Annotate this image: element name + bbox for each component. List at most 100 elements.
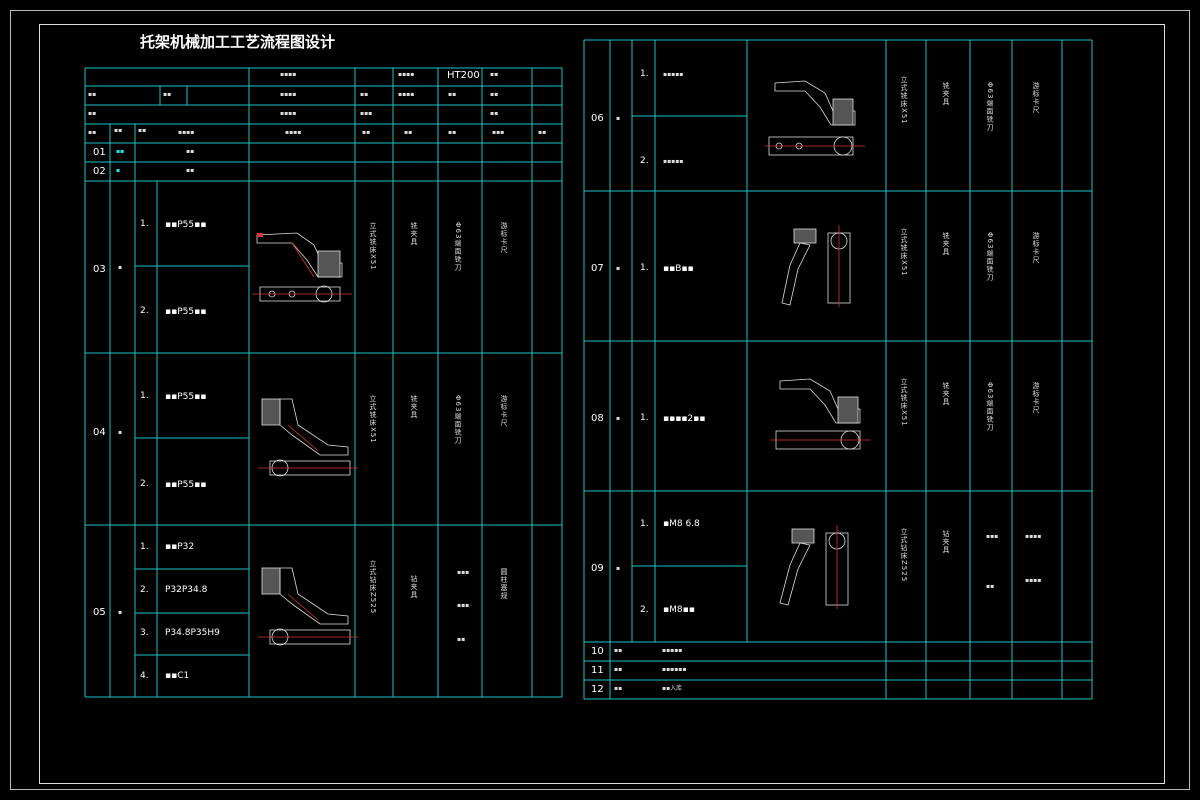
op-number: 01 bbox=[93, 147, 106, 158]
machine-tool: 立式铣床X51 bbox=[369, 395, 377, 444]
op-name: ▪▪ bbox=[614, 685, 623, 692]
header-cell: ▪▪ bbox=[490, 91, 499, 98]
op-desc: ▪▪▪▪▪ bbox=[662, 647, 683, 654]
col-header: ▪▪ bbox=[88, 129, 97, 136]
header-cell: ▪▪ bbox=[360, 91, 369, 98]
cutter: Φ63端面铣刀 bbox=[454, 222, 462, 272]
op-desc: ▪▪ bbox=[186, 167, 195, 174]
header-cell: ▪▪ bbox=[448, 91, 457, 98]
op-desc: ▪▪▪▪▪▪ bbox=[662, 666, 687, 673]
gauge: 游标卡尺 bbox=[500, 395, 508, 427]
op-number: 04 bbox=[93, 427, 106, 438]
gauge: 游标卡尺 bbox=[1032, 232, 1040, 264]
machine-tool: 立式铣床X51 bbox=[900, 76, 908, 125]
op-name: ▪ bbox=[616, 565, 621, 572]
header-cell: ▪▪▪▪ bbox=[398, 91, 415, 98]
gauge: 游标卡尺 bbox=[1032, 82, 1040, 114]
step-text: ▪▪P32 bbox=[165, 542, 195, 552]
op-desc: ▪▪入库 bbox=[662, 685, 683, 692]
step-number: 1. bbox=[640, 413, 649, 423]
header-cell: ▪▪ bbox=[88, 91, 97, 98]
fixture: 钻夹具 bbox=[942, 530, 950, 554]
step-text: P32P34.8 bbox=[165, 585, 208, 595]
gauge: 圆柱塞规 bbox=[500, 568, 508, 600]
step-text: ▪▪C1 bbox=[165, 671, 190, 681]
step-text: P34.8P35H9 bbox=[165, 628, 220, 638]
fixture: 铣夹具 bbox=[942, 382, 950, 406]
step-number: 1. bbox=[140, 391, 149, 401]
op-name: ▪ bbox=[118, 609, 123, 616]
fixture: 铣夹具 bbox=[942, 82, 950, 106]
cutter: Φ63端面铣刀 bbox=[454, 395, 462, 445]
step-text: ▪M8 6.8 bbox=[663, 519, 700, 529]
drawing-title: 托架机械加工工艺流程图设计 bbox=[140, 33, 336, 51]
material-value: HT200 bbox=[447, 70, 480, 81]
part-sketch bbox=[781, 225, 851, 307]
drawing-frame-inner bbox=[39, 24, 1165, 784]
step-number: 1. bbox=[140, 542, 149, 552]
fixture: 铣夹具 bbox=[410, 395, 418, 419]
col-header: ▪▪ bbox=[404, 129, 413, 136]
op-number: 05 bbox=[93, 607, 106, 618]
col-header: ▪▪ bbox=[114, 127, 123, 134]
cutter: ▪▪ bbox=[986, 583, 995, 590]
fixture: 铣夹具 bbox=[410, 222, 418, 246]
step-number: 2. bbox=[140, 306, 149, 316]
col-header: ▪▪ bbox=[448, 129, 457, 136]
step-number: 4. bbox=[140, 671, 149, 681]
op-number: 12 bbox=[591, 684, 604, 695]
gauge: 游标卡尺 bbox=[500, 222, 508, 254]
cutter: Φ63端面铣刀 bbox=[986, 82, 994, 132]
col-header: ▪▪▪ bbox=[492, 129, 505, 136]
drawing-frame-outer bbox=[10, 10, 1190, 790]
cutter: Φ63端面铣刀 bbox=[986, 232, 994, 282]
step-number: 1. bbox=[140, 219, 149, 229]
header-cell: ▪▪▪▪ bbox=[280, 71, 297, 78]
part-sketch bbox=[779, 525, 849, 609]
part-sketch bbox=[770, 378, 870, 450]
col-header: ▪▪ bbox=[362, 129, 371, 136]
step-text: ▪▪▪▪2▪▪ bbox=[663, 414, 706, 424]
machine-tool: 立式铣床X51 bbox=[369, 222, 377, 271]
step-text: ▪▪P55▪▪ bbox=[165, 307, 207, 317]
machine-tool: 立式钻床Z525 bbox=[369, 560, 377, 615]
header-cell: ▪▪ bbox=[88, 110, 97, 117]
cutter: ▪▪▪ bbox=[457, 602, 470, 609]
op-number: 08 bbox=[591, 413, 604, 424]
col-header: ▪▪ bbox=[138, 127, 147, 134]
op-name: ▪ bbox=[616, 265, 621, 272]
step-number: 1. bbox=[640, 519, 649, 529]
step-number: 3. bbox=[140, 628, 149, 638]
step-text: ▪▪P55▪▪ bbox=[165, 392, 207, 402]
header-cell: ▪▪ bbox=[490, 110, 499, 117]
op-name: ▪▪ bbox=[614, 647, 623, 654]
part-sketch bbox=[765, 80, 865, 156]
cutter: ▪▪▪ bbox=[986, 533, 999, 540]
cutter: ▪▪ bbox=[457, 636, 466, 643]
header-cell: ▪▪▪ bbox=[360, 110, 373, 117]
gauge: ▪▪▪▪ bbox=[1025, 577, 1042, 584]
header-cell: ▪▪▪▪ bbox=[280, 91, 297, 98]
header-cell: ▪▪▪▪ bbox=[280, 110, 297, 117]
op-name: ▪ bbox=[616, 415, 621, 422]
op-number: 10 bbox=[591, 646, 604, 657]
machine-tool: 立式铣床X51 bbox=[900, 378, 908, 427]
fixture: 钻夹具 bbox=[410, 575, 418, 599]
op-name: ▪ bbox=[118, 264, 123, 271]
gauge: ▪▪▪▪ bbox=[1025, 533, 1042, 540]
op-name: ▪ bbox=[116, 167, 121, 174]
op-desc: ▪▪ bbox=[186, 148, 195, 155]
step-text: ▪M8▪▪ bbox=[663, 605, 695, 615]
op-name: ▪▪ bbox=[116, 148, 125, 155]
header-cell: ▪▪▪▪ bbox=[398, 71, 415, 78]
step-number: 2. bbox=[640, 156, 649, 166]
step-number: 2. bbox=[640, 605, 649, 615]
machine-tool: 立式铣床X51 bbox=[900, 228, 908, 277]
part-sketch bbox=[258, 567, 358, 646]
col-header: ▪▪ bbox=[538, 129, 547, 136]
cutter: ▪▪▪ bbox=[457, 569, 470, 576]
op-number: 07 bbox=[591, 263, 604, 274]
op-name: ▪▪ bbox=[614, 666, 623, 673]
